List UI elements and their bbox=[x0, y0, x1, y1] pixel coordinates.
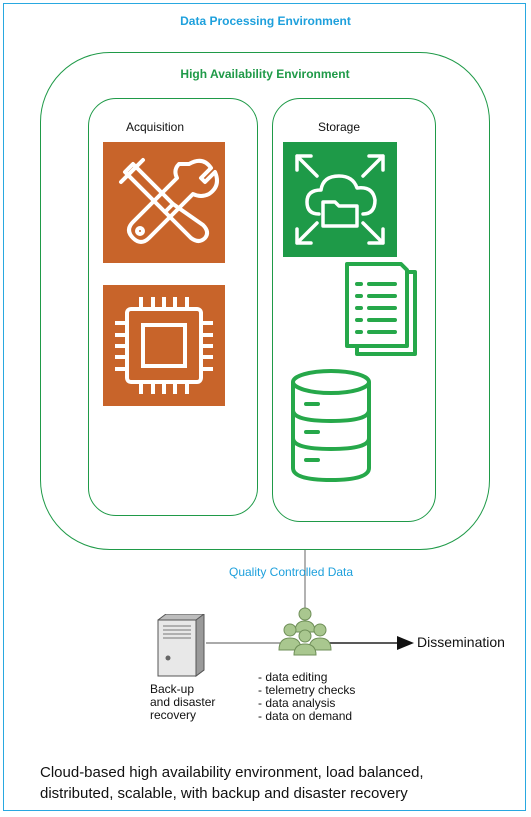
server-icon bbox=[150, 614, 208, 678]
users-group-icon bbox=[276, 606, 334, 656]
backup-label-line: Back-up bbox=[150, 682, 195, 696]
task-item: data on demand bbox=[258, 710, 355, 723]
caption: Cloud-based high availability environmen… bbox=[40, 762, 520, 804]
task-item: telemetry checks bbox=[258, 684, 355, 697]
cloud-folder-icon bbox=[283, 142, 397, 257]
tasks-list: data editing telemetry checks data analy… bbox=[258, 671, 355, 723]
task-item: data analysis bbox=[258, 697, 355, 710]
arrow-head-icon bbox=[397, 636, 414, 650]
acquisition-box bbox=[88, 98, 258, 516]
task-item: data editing bbox=[258, 671, 355, 684]
database-icon bbox=[288, 368, 374, 484]
cpu-chip-icon bbox=[103, 285, 225, 406]
dissemination-label: Dissemination bbox=[417, 634, 505, 650]
acquisition-label: Acquisition bbox=[126, 120, 185, 134]
backup-label-line: recovery bbox=[150, 708, 197, 722]
storage-box bbox=[272, 98, 436, 522]
tools-icon bbox=[103, 142, 225, 263]
backup-label-line: and disaster bbox=[150, 695, 216, 709]
storage-label: Storage bbox=[318, 120, 361, 134]
data-processing-environment-title: Data Processing Environment bbox=[180, 14, 351, 28]
backup-label: Back-up and disaster recovery bbox=[150, 683, 270, 722]
high-availability-environment-frame bbox=[40, 52, 490, 550]
documents-icon bbox=[341, 262, 425, 364]
caption-line: distributed, scalable, with backup and d… bbox=[40, 785, 408, 802]
high-availability-environment-title: High Availability Environment bbox=[180, 67, 350, 81]
quality-controlled-data-label: Quality Controlled Data bbox=[229, 565, 354, 579]
caption-line: Cloud-based high availability environmen… bbox=[40, 764, 424, 781]
